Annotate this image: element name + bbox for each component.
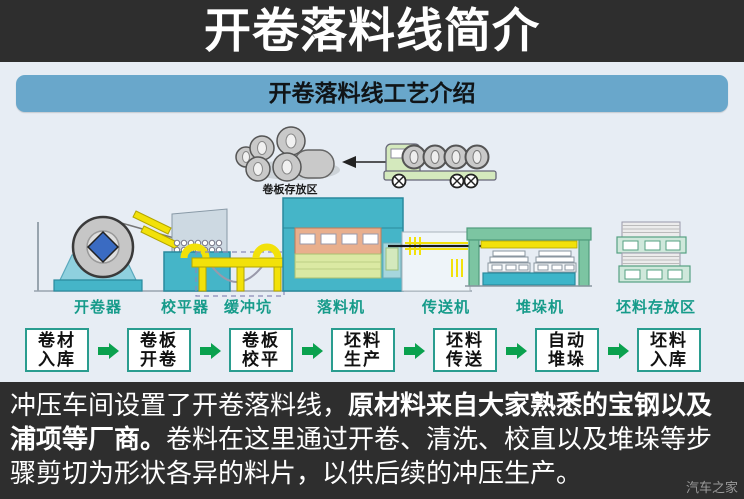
footer-description: 冲压车间设置了开卷落料线，原材料来自大家熟悉的宝钢以及浦项等厂商。卷料在这里通过… <box>0 382 744 499</box>
desc-normal-1: 冲压车间设置了开卷落料线， <box>10 391 349 421</box>
machine-label-uncoiler: 开卷器 <box>73 298 122 316</box>
machinery-illustration <box>34 126 691 297</box>
flow-step-text: 自动 <box>548 331 586 351</box>
machine-label-blanking-machine: 落料机 <box>316 298 365 316</box>
flow-step-text: 坯料 <box>344 331 382 351</box>
blanking-machine-graphic <box>282 197 404 292</box>
flow-step-text: 坯料 <box>446 331 484 351</box>
leveler-graphic <box>132 208 231 292</box>
flow-step-text: 卷板 <box>242 331 280 351</box>
watermark: 汽车之家 <box>685 481 738 496</box>
blank-storage-graphic <box>616 221 691 283</box>
conveyor-graphic <box>388 231 483 292</box>
flow-step-auto-stacking: 自动 堆垛 <box>535 328 599 372</box>
page-title: 开卷落料线简介 <box>204 4 540 59</box>
flow-arrow-icon <box>608 343 629 359</box>
machine-label-conveyor: 传送机 <box>421 298 470 316</box>
flow-arrow-icon <box>506 343 527 359</box>
flow-step-text: 卷材 <box>38 331 76 351</box>
stacker-graphic <box>465 227 592 287</box>
flow-arrow-icon <box>302 343 323 359</box>
flow-step-text: 生产 <box>344 350 382 370</box>
flow-step-text: 传送 <box>446 350 484 370</box>
machine-label-buffer-pit: 缓冲坑 <box>223 298 272 316</box>
description-text: 冲压车间设置了开卷落料线，原材料来自大家熟悉的宝钢以及浦项等厂商。卷料在这里通过… <box>10 389 736 491</box>
flow-step-text: 入库 <box>38 350 76 370</box>
desc-bold: 原材料来自大家熟悉的宝钢以及浦项等厂商。 <box>10 391 713 455</box>
header: 开卷落料线简介 <box>0 0 744 62</box>
flow-step-leveling: 卷板 校平 <box>229 328 293 372</box>
flow-step-text: 开卷 <box>140 350 178 370</box>
process-diagram-section: 开卷落料线工艺介绍 <box>0 62 744 382</box>
coil-pile-graphic <box>235 126 340 182</box>
flow-arrow-icon <box>200 343 221 359</box>
flow-step-coil-inbound: 卷材 入库 <box>25 328 89 372</box>
uncoiler-graphic <box>53 215 175 292</box>
flow-step-text: 入库 <box>650 350 688 370</box>
flow-step-blank-inbound: 坯料 入库 <box>637 328 701 372</box>
flow-step-blank-production: 坯料 生产 <box>331 328 395 372</box>
desc-normal-2: 卷料在这里通过开卷、清洗、校直以及堆垛等步骤剪切为形状各异的料片，以供后续的冲压… <box>10 425 713 489</box>
flow-step-uncoiling: 卷板 开卷 <box>127 328 191 372</box>
flow-step-blank-transfer: 坯料 传送 <box>433 328 497 372</box>
flow-step-text: 坯料 <box>650 331 688 351</box>
flow-step-text: 卷板 <box>140 331 178 351</box>
diagram-title-bar: 开卷落料线工艺介绍 <box>16 75 728 112</box>
coil-truck-graphic <box>383 143 497 189</box>
flow-arrow-icon <box>404 343 425 359</box>
flow-arrow-icon <box>98 343 119 359</box>
flow-step-text: 校平 <box>242 350 280 370</box>
machine-label-stacker: 堆垛机 <box>515 298 564 316</box>
machine-label-leveler: 校平器 <box>160 298 209 316</box>
buffer-pit-graphic <box>191 243 287 297</box>
coil-storage-label: 卷板存放区 <box>262 183 318 196</box>
machine-label-blank-storage: 坯料存放区 <box>615 298 696 316</box>
flow-step-text: 堆垛 <box>548 350 586 370</box>
